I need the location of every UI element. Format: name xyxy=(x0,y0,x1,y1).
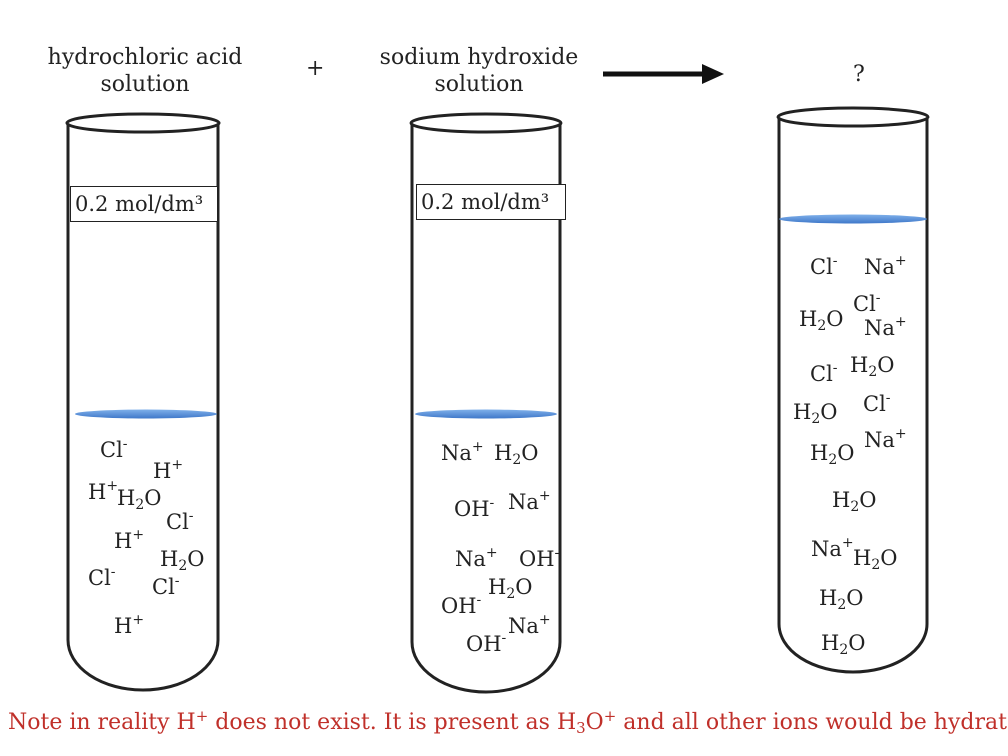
water-molecule: H2O xyxy=(488,575,533,602)
hydrogen-ion: H+ xyxy=(114,527,145,553)
naoh-concentration-label: 0.2 mol/dm³ xyxy=(416,184,566,220)
hydroxide-ion: OH- xyxy=(441,592,482,618)
chloride-ion: Cl- xyxy=(88,564,116,590)
naoh-title: sodium hydroxide solution xyxy=(374,44,584,98)
chloride-ion: Cl- xyxy=(810,360,838,386)
water-molecule: H2O xyxy=(117,486,162,513)
sodium-ion: Na+ xyxy=(441,439,484,465)
hydroxide-ion: OH- xyxy=(466,630,507,656)
naoh-title-line1: sodium hydroxide xyxy=(379,45,579,70)
water-molecule: H2O xyxy=(799,307,844,334)
product-test-tube xyxy=(776,106,930,674)
water-molecule: H2O xyxy=(850,353,895,380)
naoh-liquid-surface xyxy=(415,409,557,419)
hcl-liquid-surface xyxy=(75,409,217,419)
plus-sign: + xyxy=(306,56,325,81)
water-molecule: H2O xyxy=(821,631,866,658)
sodium-ion: Na+ xyxy=(508,612,551,638)
hcl-concentration-label: 0.2 mol/dm³ xyxy=(70,186,218,222)
unknown-product-label: ? xyxy=(853,62,865,87)
sodium-ion: Na+ xyxy=(864,253,907,279)
water-molecule: H2O xyxy=(494,441,539,468)
footnote: Note in reality H+ does not exist. It is… xyxy=(8,707,1008,737)
water-molecule: H2O xyxy=(853,546,898,573)
hcl-title: hydrochloric acid solution xyxy=(40,44,250,98)
hcl-test-tube xyxy=(65,112,221,692)
sodium-ion: Na+ xyxy=(864,426,907,452)
water-molecule: H2O xyxy=(810,441,855,468)
sodium-ion: Na+ xyxy=(811,535,854,561)
sodium-ion: Na+ xyxy=(508,488,551,514)
hydroxide-ion: OH- xyxy=(519,545,560,571)
chloride-ion: Cl- xyxy=(810,253,838,279)
hydrogen-ion: H+ xyxy=(88,478,119,504)
hydrogen-ion: H+ xyxy=(114,612,145,638)
chloride-ion: Cl- xyxy=(100,436,128,462)
chloride-ion: Cl- xyxy=(853,290,881,316)
water-molecule: H2O xyxy=(160,547,205,574)
hydrogen-ion: H+ xyxy=(153,457,184,483)
hcl-title-line1: hydrochloric acid xyxy=(47,45,243,70)
product-liquid-surface xyxy=(779,214,927,224)
sodium-ion: Na+ xyxy=(864,314,907,340)
chloride-ion: Cl- xyxy=(863,390,891,416)
water-molecule: H2O xyxy=(819,586,864,613)
reaction-arrow xyxy=(603,64,724,84)
naoh-title-line2: solution xyxy=(434,72,524,97)
chloride-ion: Cl- xyxy=(152,573,180,599)
chloride-ion: Cl- xyxy=(166,508,194,534)
water-molecule: H2O xyxy=(832,488,877,515)
water-molecule: H2O xyxy=(793,400,838,427)
naoh-test-tube xyxy=(409,112,563,694)
sodium-ion: Na+ xyxy=(455,545,498,571)
hcl-title-line2: solution xyxy=(100,72,190,97)
hydroxide-ion: OH- xyxy=(454,495,495,521)
